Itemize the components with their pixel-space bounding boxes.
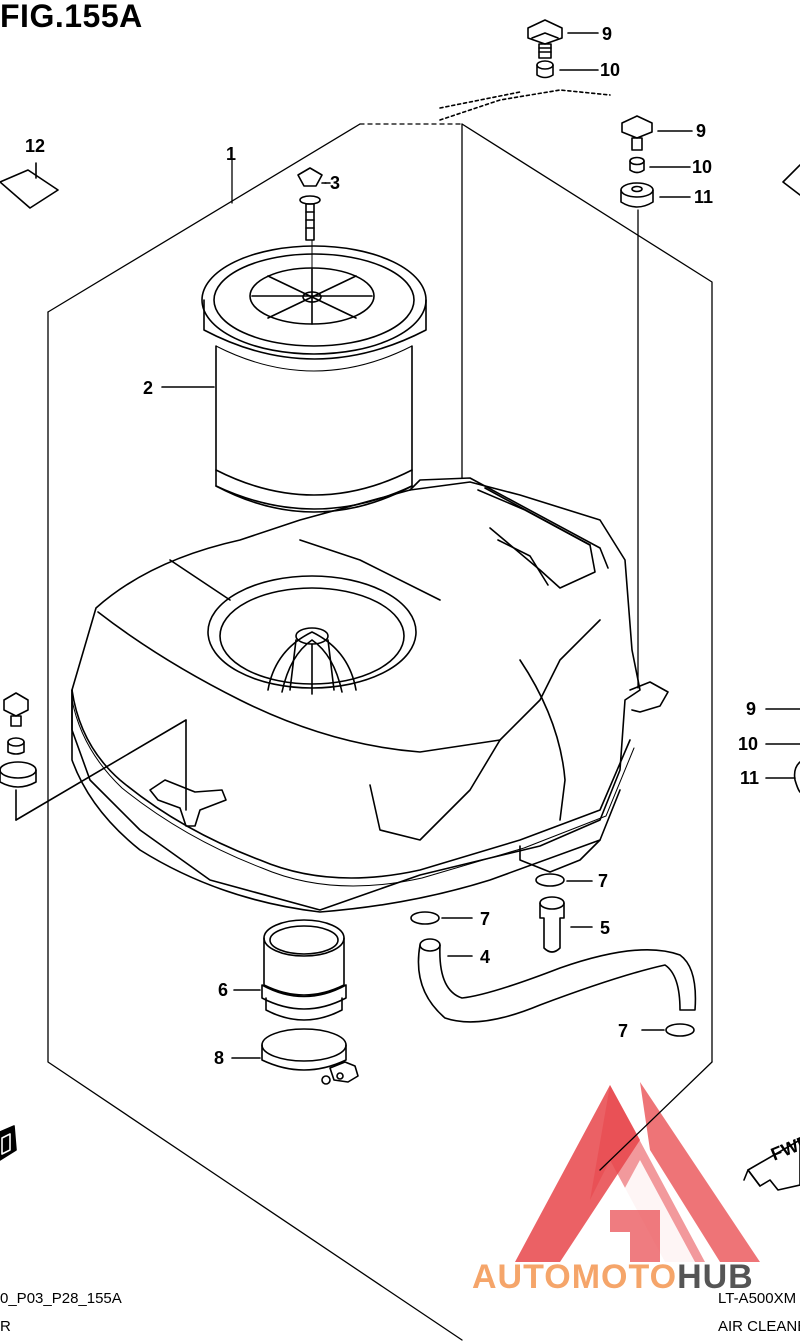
collar-10-right — [629, 156, 691, 174]
figure-title: FIG.155A — [0, 0, 143, 34]
callout-11-b: 11 — [740, 768, 760, 788]
callout-12: 12 — [25, 136, 46, 156]
intake-boot-6 — [233, 919, 347, 1021]
watermark-logo-icon — [515, 1082, 760, 1262]
watermark-brand-part1: AUTOMOTO — [472, 1258, 678, 1296]
callout-10-c: 10 — [738, 734, 759, 754]
callout-5: 5 — [600, 918, 611, 938]
leader-lines-left — [15, 719, 187, 821]
callout-2: 2 — [143, 378, 154, 398]
callout-3: 3 — [330, 173, 341, 193]
footer-section: AIR CLEANE — [718, 1318, 800, 1335]
callout-10-b: 10 — [692, 157, 713, 177]
bolt-9-top — [527, 19, 599, 59]
footer-model: LT-A500XM — [718, 1290, 797, 1307]
bolt-9-right — [621, 115, 693, 151]
assembly-outline — [47, 123, 713, 1341]
callout-9-a: 9 — [602, 24, 613, 44]
callout-9-c: 9 — [746, 699, 757, 719]
footer-code-line2: R — [0, 1318, 11, 1335]
callout-11-a: 11 — [694, 187, 714, 207]
mount-dashed-top — [439, 89, 611, 121]
collar-10-top — [536, 60, 599, 79]
callout-8: 8 — [214, 1048, 225, 1068]
watermark-brand: AUTOMOTOHUB — [472, 1258, 754, 1297]
clamp-7-c — [641, 1023, 695, 1037]
grommet-11-right — [620, 182, 691, 208]
label-sticker-part-12 — [0, 162, 59, 209]
callout-7-a: 7 — [480, 909, 491, 929]
footer-code: 0_P03_P28_155A — [0, 1290, 122, 1307]
callout-7-c: 7 — [618, 1021, 629, 1041]
callout-10-a: 10 — [600, 60, 621, 80]
callout-7-b: 7 — [598, 871, 609, 891]
partial-part-right — [782, 164, 800, 196]
hose-clamp-8 — [231, 1028, 359, 1085]
clamp-7-a — [410, 911, 473, 925]
callout-6: 6 — [218, 980, 229, 1000]
fwd-arrow-icon — [743, 1139, 800, 1191]
air-cleaner-case-1 — [71, 477, 669, 913]
callout-1: 1 — [226, 144, 237, 164]
fwd-arrow-left-partial-icon — [0, 1125, 17, 1161]
bolt-set-right-partial — [765, 708, 800, 793]
clamp-7-b — [535, 873, 593, 887]
drain-hose-4 — [417, 938, 697, 1023]
air-filter-element-2 — [161, 245, 427, 513]
bolt-set-left — [0, 692, 37, 788]
callout-4: 4 — [480, 947, 491, 967]
callout-9-b: 9 — [696, 121, 707, 141]
wing-bolt-3 — [297, 167, 331, 301]
drain-plug-5 — [539, 896, 593, 953]
watermark-brand-part2: HUB — [677, 1258, 754, 1296]
